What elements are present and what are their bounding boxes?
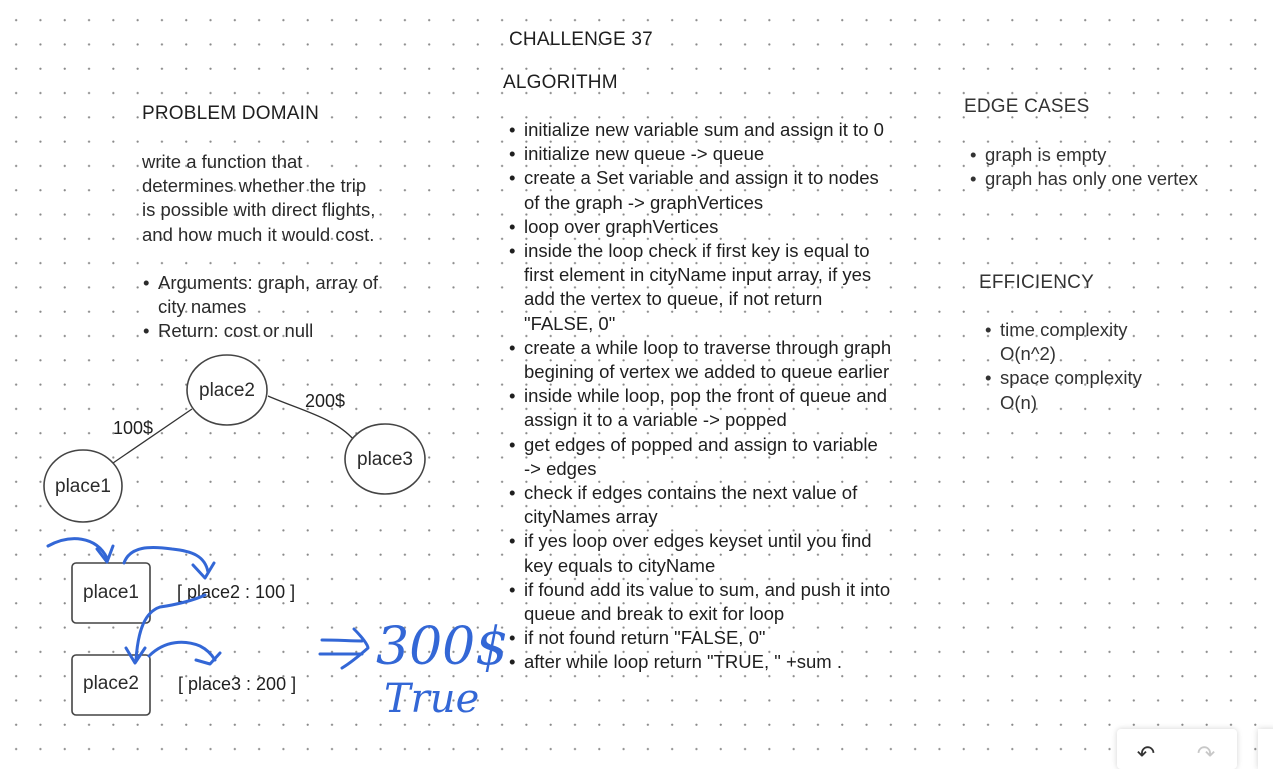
algorithm-step-text: create a Set variable and assign it to n…: [524, 167, 879, 189]
algorithm-step: inside while loop, pop the front of queu…: [509, 384, 891, 432]
algorithm-step: if not found return "FALSE, 0": [509, 626, 891, 650]
algorithm-step-text: of the graph -> graphVertices: [524, 191, 764, 213]
algorithm-step-text: create a while loop to traverse through …: [524, 336, 892, 358]
adjacency-value-place2: [ place3 : 200 ]: [178, 674, 296, 694]
problem-domain-description-line: is possible with direct flights,: [142, 199, 376, 221]
algorithm-step: after while loop return "TRUE, " +sum .: [509, 650, 891, 674]
algorithm-step-text: initialize new variable sum and assign i…: [524, 119, 884, 140]
algorithm-step: get edges of popped and assign to variab…: [509, 433, 891, 481]
redo-icon[interactable]: ↷: [1196, 742, 1216, 767]
problem-domain-description-line: determines whether the trip: [142, 175, 367, 197]
adjacency-box-place1-label: place1: [83, 582, 139, 603]
algorithm-step: initialize new queue -> queue: [509, 142, 891, 166]
algorithm-step-text: -> edges: [524, 457, 597, 479]
adjacency-box-place1[interactable]: [71, 562, 151, 624]
handwritten-arrows: [46, 537, 222, 666]
algorithm-step-text: add the vertex to queue, if not return: [524, 288, 823, 310]
graph-node-place2-label: place2: [199, 380, 255, 401]
edge-case-item: graph is empty: [970, 143, 1198, 167]
algorithm-steps: initialize new variable sum and assign i…: [509, 118, 891, 675]
algorithm-step-text: initialize new queue -> queue: [524, 143, 765, 165]
graph-node-place3-label: place3: [357, 449, 413, 470]
algorithm-step-text: if not found return "FALSE, 0": [524, 627, 766, 649]
algorithm-step: create a while loop to traverse through …: [509, 336, 891, 384]
problem-domain-description-line: write a function that: [142, 151, 303, 172]
handwritten-result: 300$ True: [318, 617, 508, 722]
graph-node-place3[interactable]: [344, 423, 426, 495]
adjacency-box-place2-label: place2: [83, 673, 139, 694]
toolbar-edge-panel: [1258, 729, 1273, 769]
efficiency-item-text: space complexity: [1000, 367, 1142, 389]
algorithm-step-text: inside the loop check if first key is eq…: [524, 240, 870, 262]
algorithm-step: check if edges contains the next value o…: [509, 481, 891, 529]
adjacency-box-place2[interactable]: [71, 654, 151, 716]
algorithm-step: loop over graphVertices: [509, 215, 891, 239]
algorithm-step-text: check if edges contains the next value o…: [524, 482, 858, 504]
algorithm-heading: ALGORITHM: [503, 72, 618, 93]
algorithm-step-text: begining of vertex we added to queue ear…: [524, 361, 890, 383]
efficiency-item-text: time complexity: [1000, 319, 1128, 340]
algorithm-step-text: queue and break to exit for loop: [524, 603, 785, 625]
edge-cases-heading: EDGE CASES: [964, 96, 1090, 117]
edge-case-item: graph has only one vertex: [970, 167, 1198, 191]
algorithm-step-text: cityNames array: [524, 506, 658, 528]
efficiency-heading: EFFICIENCY: [979, 272, 1094, 293]
algorithm-step-text: if found add its value to sum, and push …: [524, 578, 891, 600]
undo-icon[interactable]: ↶: [1136, 742, 1156, 767]
handwritten-amount: 300$: [376, 617, 508, 677]
algorithm-step: if yes loop over edges keyset until you …: [509, 529, 891, 577]
problem-domain-item: Arguments: graph, array of city names: [143, 271, 378, 319]
adjacency-value-place1: [ place2 : 100 ]: [177, 582, 295, 602]
page-title: CHALLENGE 37: [509, 29, 653, 50]
algorithm-step-text: loop over graphVertices: [524, 215, 719, 237]
problem-domain-description: write a function that determines whether …: [142, 150, 375, 247]
algorithm-step: initialize new variable sum and assign i…: [509, 118, 891, 142]
problem-domain-heading: PROBLEM DOMAIN: [142, 103, 319, 124]
algorithm-step-text: key equals to cityName: [524, 554, 716, 576]
algorithm-step-text: after while loop return "TRUE, " +sum .: [524, 651, 842, 673]
undo-redo-toolbar: ↶ ↷: [1117, 729, 1237, 769]
algorithm-step: inside the loop check if first key is eq…: [509, 239, 891, 336]
efficiency-item-text: O(n^2): [1000, 343, 1056, 365]
algorithm-step-text: if yes loop over edges keyset until you …: [524, 530, 872, 552]
edge-place1-place2: [112, 408, 193, 464]
algorithm-step: create a Set variable and assign it to n…: [509, 166, 891, 214]
graph-node-place1-label: place1: [55, 476, 111, 497]
graph-node-place2[interactable]: [186, 354, 268, 426]
graph-node-place1[interactable]: [43, 449, 123, 523]
algorithm-step-text: first element in cityName input array, i…: [524, 264, 872, 286]
edge-cases-list: graph is emptygraph has only one vertex: [970, 143, 1198, 192]
algorithm-step-text: "FALSE, 0": [524, 312, 616, 334]
problem-domain-description-line: and how much it would cost.: [142, 223, 375, 245]
edge-label-place2-place3: 200$: [305, 391, 345, 411]
edge-place2-place3: [267, 395, 355, 441]
problem-domain-items: Arguments: graph, array of city namesRetu…: [143, 271, 378, 344]
efficiency-item-text: O(n): [1000, 391, 1037, 413]
problem-domain-item-text: Arguments: graph, array of: [158, 272, 379, 293]
problem-domain-item-text: city names: [158, 296, 247, 318]
problem-domain-item: Return: cost or null: [143, 319, 378, 343]
algorithm-step: if found add its value to sum, and push …: [509, 578, 891, 626]
edge-label-place1-place2: 100$: [113, 418, 153, 438]
problem-domain-item-text: Return: cost or null: [158, 320, 314, 342]
algorithm-step-text: inside while loop, pop the front of queu…: [524, 385, 888, 407]
algorithm-step-text: assign it to a variable -> popped: [524, 409, 787, 431]
algorithm-step-text: get edges of popped and assign to variab…: [524, 433, 878, 455]
handwritten-true: True: [384, 676, 479, 722]
